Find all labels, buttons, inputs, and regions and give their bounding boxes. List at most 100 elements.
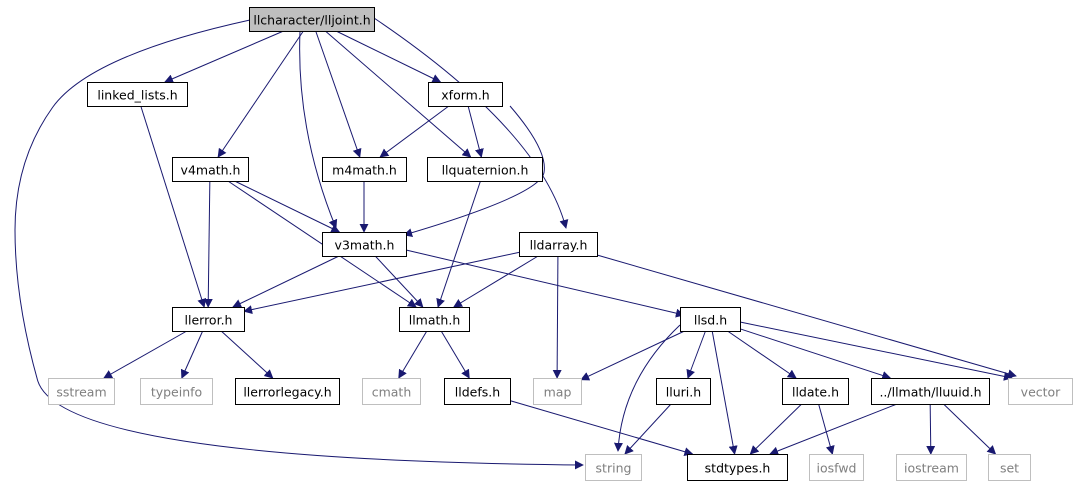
edge-lluri-to-string: [624, 403, 672, 455]
edge-lldarray-to-vector: [596, 254, 1017, 379]
node-box-iostream: [896, 454, 967, 481]
edge-lljoint-to-v3math: [299, 30, 338, 229]
node-iosfwd: iosfwd: [809, 454, 864, 481]
edge-lljoint-to-m4math: [315, 30, 362, 158]
node-box-v3math: [322, 232, 407, 257]
node-m4math[interactable]: m4math.h: [322, 157, 407, 182]
node-box-lldarray: [519, 232, 598, 257]
edge-lldate-to-iosfwd: [818, 403, 835, 455]
node-label-v3math: v3math.h: [335, 238, 395, 253]
node-box-stdtypes: [687, 454, 788, 481]
node-label-set: set: [1000, 461, 1019, 476]
node-iostream: iostream: [896, 454, 967, 481]
node-llerrorlegacy[interactable]: llerrorlegacy.h: [235, 378, 340, 405]
edges-layer: [14, 17, 1017, 470]
node-box-sstream: [48, 378, 115, 405]
node-box-string: [585, 454, 642, 481]
node-label-llmath: llmath.h: [409, 313, 461, 328]
edge-lluuid-to-stdtypes: [769, 403, 898, 456]
node-typeinfo: typeinfo: [140, 378, 213, 405]
node-label-llerrorlegacy: llerrorlegacy.h: [243, 385, 331, 400]
node-box-lldate: [782, 378, 849, 405]
edge-lluuid-to-iostream: [926, 403, 936, 455]
node-label-lldarray: lldarray.h: [530, 238, 588, 253]
node-llmath[interactable]: llmath.h: [399, 307, 470, 332]
node-label-lldate: lldate.h: [792, 385, 839, 400]
node-stdtypes[interactable]: stdtypes.h: [687, 454, 788, 481]
node-label-vector: vector: [1021, 385, 1062, 400]
node-box-cmath: [362, 378, 421, 405]
node-box-m4math: [322, 157, 407, 182]
node-box-iosfwd: [809, 454, 864, 481]
edge-lldefs-to-stdtypes: [509, 400, 694, 457]
node-label-lldefs: lldefs.h: [455, 385, 500, 400]
nodes-layer: llcharacter/lljoint.h linked_lists.h xform…: [48, 7, 1073, 481]
node-label-lluri: lluri.h: [666, 385, 701, 400]
node-xform[interactable]: xform.h: [428, 82, 503, 107]
edge-lljoint-to-lldarray: [373, 17, 569, 229]
node-label-xform: xform.h: [441, 88, 489, 103]
edge-llerror-to-typeinfo: [180, 330, 204, 379]
node-label-iostream: iostream: [904, 461, 959, 476]
node-box-llmath: [399, 307, 470, 332]
node-lldate[interactable]: lldate.h: [782, 378, 849, 405]
edge-v3math-to-llsd: [405, 249, 685, 318]
node-label-cmath: cmath: [372, 385, 412, 400]
node-lldarray[interactable]: lldarray.h: [519, 232, 598, 257]
edge-llsd-to-lluuid: [739, 328, 892, 380]
edge-lljoint-to-string: [14, 19, 584, 470]
node-box-typeinfo: [140, 378, 213, 405]
node-box-lljoint: [249, 7, 375, 32]
node-cmath: cmath: [362, 378, 421, 405]
node-lldefs[interactable]: lldefs.h: [444, 378, 511, 405]
edge-llsd-to-lluri: [686, 330, 706, 379]
node-box-set: [988, 454, 1031, 481]
node-lluri[interactable]: lluri.h: [656, 378, 711, 405]
node-box-llsd: [680, 307, 741, 332]
node-llerror[interactable]: llerror.h: [172, 307, 245, 332]
node-string: string: [585, 454, 642, 481]
edge-lldarray-to-llerror: [243, 251, 520, 314]
node-llquaternion[interactable]: llquaternion.h: [427, 157, 543, 182]
node-box-v4math: [172, 157, 249, 182]
edge-xform-to-llquaternion: [467, 105, 484, 158]
edge-v3math-to-llmath: [374, 255, 424, 308]
edge-xform-to-m4math: [379, 105, 450, 158]
node-label-lluuid: ../llmath/lluuid.h: [879, 385, 981, 400]
node-box-llquaternion: [427, 157, 543, 182]
node-v3math[interactable]: v3math.h: [322, 232, 407, 257]
node-map: map: [533, 378, 582, 405]
node-label-map: map: [544, 385, 572, 400]
node-box-lluri: [656, 378, 711, 405]
edge-linked_lists-to-llerror: [140, 105, 207, 308]
edge-lljoint-to-v4math: [217, 30, 304, 158]
node-label-llerror: llerror.h: [185, 313, 233, 328]
edge-lljoint-to-xform: [335, 30, 442, 83]
edge-llsd-to-vector: [739, 321, 1013, 381]
node-label-typeinfo: typeinfo: [151, 385, 202, 400]
edge-lluuid-to-set: [943, 403, 997, 455]
edge-llsd-to-map: [580, 330, 685, 381]
edge-v4math-to-v3math: [234, 180, 341, 233]
edge-llerror-to-llerrorlegacy: [220, 330, 274, 379]
edge-llmath-to-lldefs: [440, 330, 470, 379]
node-label-m4math: m4math.h: [332, 163, 397, 178]
edge-llsd-to-string: [613, 324, 681, 452]
node-sstream: sstream: [48, 378, 115, 405]
node-label-iosfwd: iosfwd: [817, 461, 857, 476]
node-lluuid[interactable]: ../llmath/lluuid.h: [871, 378, 990, 405]
node-lljoint[interactable]: llcharacter/lljoint.h: [249, 7, 375, 32]
node-label-llsd: llsd.h: [694, 313, 727, 328]
edge-lldarray-to-map: [552, 255, 562, 379]
edge-v4math-to-llerror: [203, 180, 213, 308]
node-box-llerror: [172, 307, 245, 332]
node-box-vector: [1008, 378, 1073, 405]
node-label-lljoint: llcharacter/lljoint.h: [253, 13, 370, 28]
node-v4math[interactable]: v4math.h: [172, 157, 249, 182]
node-set: set: [988, 454, 1031, 481]
node-llsd[interactable]: llsd.h: [680, 307, 741, 332]
node-linked_lists[interactable]: linked_lists.h: [87, 82, 188, 107]
node-box-lldefs: [444, 378, 511, 405]
edge-llsd-to-stdtypes: [711, 330, 738, 455]
